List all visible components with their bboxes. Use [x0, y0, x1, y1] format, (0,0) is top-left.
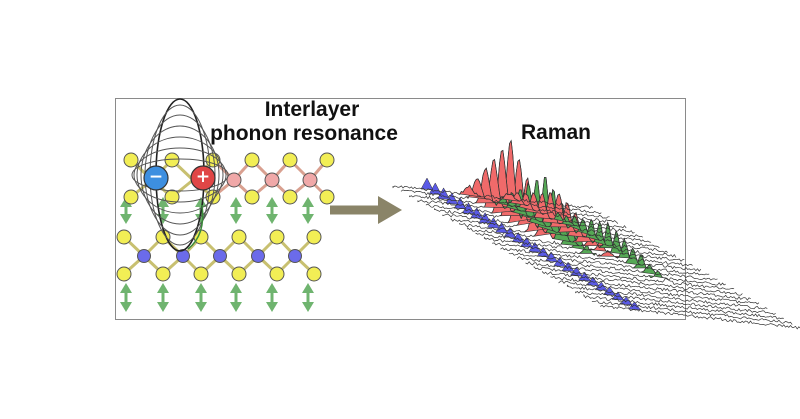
- raman-spectrum-line: [591, 300, 793, 325]
- title-raman: Raman: [520, 121, 592, 144]
- raman-spectrum-line: [575, 290, 776, 315]
- phonon-arrow-head-down: [230, 214, 242, 224]
- pink-atom: [302, 172, 318, 188]
- yellow-atom: [244, 152, 260, 168]
- phonon-arrow-head-down: [302, 214, 314, 224]
- phonon-arrow-head-up: [302, 283, 314, 293]
- field-line: [136, 136, 224, 214]
- phonon-arrow-head-down: [230, 302, 242, 312]
- phonon-arrow-head-down: [266, 302, 278, 312]
- yellow-atom: [306, 266, 322, 282]
- yellow-atom: [282, 189, 298, 205]
- phonon-arrow-head-down: [120, 214, 132, 224]
- blue-atom: [213, 249, 227, 263]
- raman-spectrum-line: [434, 139, 635, 234]
- phonon-arrow-head-up: [302, 197, 314, 207]
- phonon-arrow-head-down: [157, 302, 169, 312]
- raman-spectrum-line: [392, 184, 594, 210]
- yellow-atom: [231, 266, 247, 282]
- raman-spectrum-line: [533, 265, 735, 290]
- pink-atom: [264, 172, 280, 188]
- plus-charge-sign: +: [195, 167, 211, 187]
- yellow-atom: [164, 189, 180, 205]
- yellow-atom: [123, 189, 139, 205]
- phonon-arrow-head-up: [157, 283, 169, 293]
- title-phonon-resonance: phonon resonance: [210, 122, 398, 145]
- yellow-atom: [319, 152, 335, 168]
- raman-spectrum-line: [500, 247, 702, 272]
- raman-spectrum-line: [492, 237, 693, 267]
- yellow-atom: [319, 189, 335, 205]
- yellow-atom: [193, 266, 209, 282]
- raman-spectrum-line: [508, 252, 710, 276]
- yellow-atom: [244, 189, 260, 205]
- minus-charge: [143, 165, 169, 191]
- yellow-atom: [116, 229, 132, 245]
- raman-spectrum-line: [525, 261, 726, 286]
- raman-spectrum-line: [409, 167, 610, 219]
- phonon-arrow-head-up: [195, 283, 207, 293]
- yellow-atom: [269, 266, 285, 282]
- raman-spectrum-line: [425, 149, 627, 229]
- raman-spectrum-line: [483, 229, 685, 262]
- yellow-atom: [231, 229, 247, 245]
- raman-spectrum-line: [566, 284, 768, 310]
- phonon-arrow-head-up: [266, 197, 278, 207]
- raman-spectrum-line: [400, 178, 602, 215]
- title-interlayer: Interlayer: [264, 98, 360, 121]
- big-arrow-head: [378, 196, 402, 224]
- phonon-arrow-head-up: [157, 197, 169, 207]
- blue-atom: [251, 249, 265, 263]
- yellow-atom: [269, 229, 285, 245]
- raman-spectrum-line: [417, 158, 619, 224]
- minus-charge-sign: −: [148, 167, 164, 187]
- raman-waterfall-spectra: [392, 139, 800, 330]
- raman-spectrum-line: [600, 304, 800, 330]
- pink-atom: [226, 172, 242, 188]
- phonon-arrow-head-up: [120, 283, 132, 293]
- blue-atom: [176, 249, 190, 263]
- blue-atom: [137, 249, 151, 263]
- field-line: [140, 125, 220, 225]
- yellow-atom: [282, 152, 298, 168]
- phonon-arrow-head-up: [195, 197, 207, 207]
- field-line: [133, 147, 227, 203]
- raman-spectrum-line: [583, 293, 784, 320]
- phonon-arrow-head-up: [266, 283, 278, 293]
- raman-spectrum-line: [558, 280, 760, 305]
- field-line: [131, 158, 229, 192]
- phonon-arrow-head-up: [230, 197, 242, 207]
- phonon-arrow-head-down: [120, 302, 132, 312]
- field-line-accent: [187, 204, 204, 250]
- right-arrow-icon: [330, 196, 402, 224]
- raman-spectrum-line: [475, 217, 677, 258]
- raman-spectrum-line: [459, 188, 660, 249]
- lattice-atoms: [116, 152, 335, 282]
- yellow-atom: [123, 152, 139, 168]
- raman-spectrum-line: [467, 203, 668, 253]
- raman-spectrum-line: [550, 275, 751, 301]
- plus-charge: [190, 165, 216, 191]
- phonon-arrow-head-down: [266, 214, 278, 224]
- yellow-atom: [116, 266, 132, 282]
- yellow-atom: [155, 266, 171, 282]
- phonon-arrows: [120, 197, 314, 312]
- dipole-charges: [143, 165, 216, 191]
- yellow-atom: [306, 229, 322, 245]
- phonon-arrow-head-down: [195, 302, 207, 312]
- phonon-arrow-head-up: [230, 283, 242, 293]
- phonon-arrow-head-down: [302, 302, 314, 312]
- raman-spectrum-line: [517, 256, 718, 281]
- blue-atom: [288, 249, 302, 263]
- raman-spectrum-line: [542, 270, 743, 296]
